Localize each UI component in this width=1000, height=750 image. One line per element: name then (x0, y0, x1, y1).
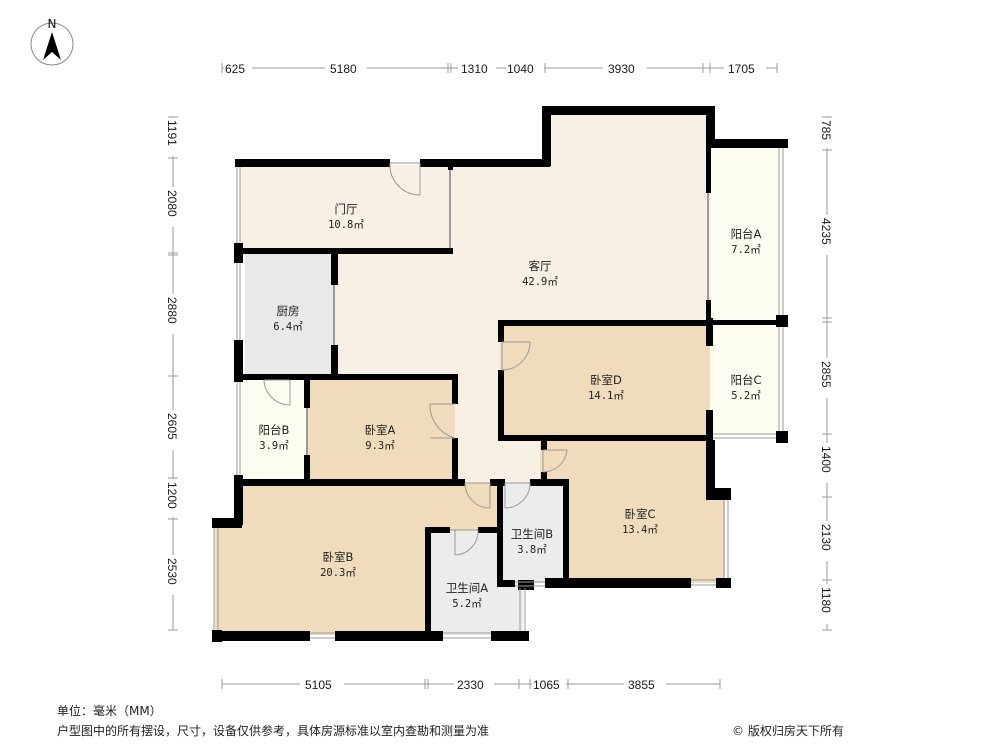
room-name-balcony-a: 阳台A (731, 227, 762, 241)
dim-left-5: 2530 (165, 558, 179, 585)
room-area-balcony-b: 3.9㎡ (259, 440, 289, 452)
room-name-balcony-b: 阳台B (259, 423, 290, 437)
dim-left-4: 1200 (165, 482, 179, 509)
room-area-bedroom-c: 13.4㎡ (622, 524, 658, 536)
dim-bottom-2: 1065 (533, 678, 560, 692)
room-area-bath-b: 3.8㎡ (517, 544, 547, 556)
north-compass-icon: N (30, 17, 74, 66)
room-area-living: 42.9㎡ (522, 276, 558, 288)
room-area-balcony-a: 7.2㎡ (731, 244, 761, 256)
dim-top-2: 1310 (461, 62, 488, 76)
room-area-kitchen: 6.4㎡ (273, 321, 303, 333)
room-name-bedroom-b: 卧室B (323, 550, 354, 564)
balcony-a-fill (710, 145, 782, 322)
dim-top-3: 1040 (507, 62, 534, 76)
dim-top-5: 1705 (728, 62, 755, 76)
right-dimension-line: 785 4235 2855 1400 2130 1180 (819, 116, 835, 631)
dim-left-3: 2605 (165, 413, 179, 440)
room-area-bedroom-b: 20.3㎡ (320, 567, 356, 579)
room-name-bedroom-d: 卧室D (590, 373, 622, 387)
room-area-bath-a: 5.2㎡ (452, 598, 482, 610)
bedroom-a-fill (308, 378, 455, 480)
bedroom-c-fill (540, 440, 725, 583)
room-name-bath-a: 卫生间A (446, 581, 488, 595)
dim-top-4: 3930 (608, 62, 635, 76)
room-area-bedroom-d: 14.1㎡ (588, 390, 624, 402)
copyright-note: © 版权归房天下所有 (732, 724, 844, 738)
dim-right-5: 1180 (819, 587, 833, 613)
room-name-kitchen: 厨房 (277, 304, 300, 318)
room-name-foyer: 门厅 (335, 202, 358, 216)
dim-right-3: 1400 (819, 446, 833, 473)
unit-note: 单位：毫米（MM） (57, 704, 162, 718)
room-area-foyer: 10.8㎡ (328, 219, 364, 231)
walls (212, 106, 788, 642)
bath-b-fill (500, 483, 565, 583)
dim-bottom-0: 5105 (305, 678, 332, 692)
dim-bottom-3: 3855 (628, 678, 655, 692)
balcony-b-fill (240, 378, 308, 480)
room-area-balcony-c: 5.2㎡ (731, 390, 761, 402)
dim-top-1: 5180 (330, 62, 357, 76)
balcony-c-fill (710, 322, 782, 437)
door-swings (263, 162, 568, 556)
room-name-living: 客厅 (529, 259, 552, 273)
windows (213, 148, 784, 639)
top-dimension-line: 625 5180 1310 1040 3930 1705 (221, 60, 778, 76)
dim-right-4: 2130 (819, 524, 833, 551)
dim-left-1: 2080 (165, 190, 179, 217)
room-name-balcony-c: 阳台C (730, 373, 761, 387)
bottom-dimension-line: 5105 2330 1065 3855 (221, 676, 721, 692)
dim-left-2: 2880 (165, 297, 179, 324)
room-name-bedroom-c: 卧室C (624, 507, 655, 521)
dim-right-2: 2855 (819, 361, 833, 388)
bedroom-d-fill (500, 322, 710, 438)
disclaimer-note: 户型图中的所有摆设，尺寸，设备仅供参考，具体房源标准以室内查勘和测量为准 (57, 724, 490, 738)
compass-label: N (48, 17, 57, 31)
dim-top-0: 625 (225, 62, 245, 76)
living-room-fill (335, 112, 710, 483)
dim-bottom-1: 2330 (457, 678, 484, 692)
foyer-fill (240, 165, 450, 250)
room-area-bedroom-a: 9.3㎡ (365, 440, 395, 452)
dim-right-1: 4235 (819, 218, 833, 245)
dim-right-0: 785 (819, 120, 833, 140)
room-name-bath-b: 卫生间B (511, 527, 553, 541)
bedroom-b-fill (215, 483, 500, 635)
kitchen-fill (245, 253, 335, 378)
left-dimension-line: 1191 2080 2880 2605 1200 2530 (165, 116, 181, 631)
dim-left-0: 1191 (165, 120, 179, 146)
room-name-bedroom-a: 卧室A (365, 423, 396, 437)
